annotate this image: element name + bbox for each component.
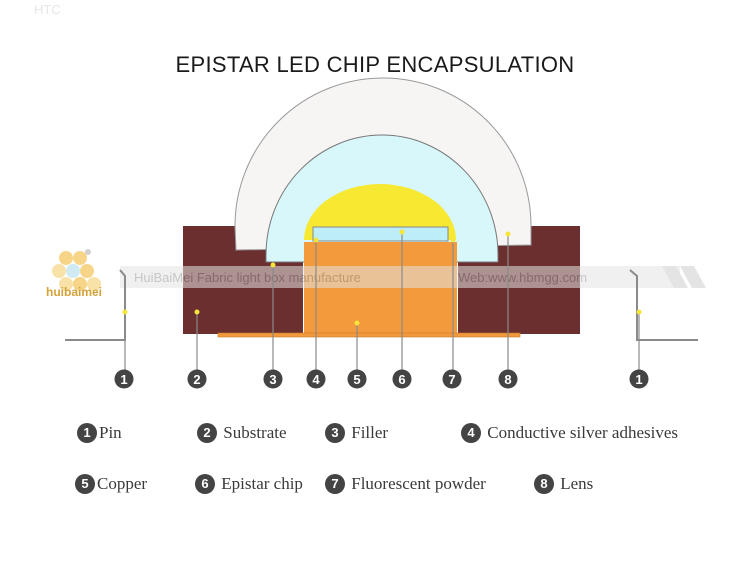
svg-text:6: 6 [398,372,405,387]
callout-badge-filler: 3 [263,369,283,389]
legend-label: Fluorescent powder [351,474,486,493]
legend-number-badge: 5 [75,474,95,494]
pin-right [629,269,698,341]
epistar-chip [312,226,449,242]
legend-label: Substrate [223,423,287,442]
callout-badge-fluorescent-powder: 7 [442,369,462,389]
page-title: EPISTAR LED CHIP ENCAPSULATION [175,52,575,77]
logo-wordmark: huibaimei [46,285,103,299]
callout-badge-silver-adhesive: 4 [306,369,326,389]
legend-item-epistar-chip: 6 Epistar chip [195,474,303,494]
svg-text:8: 8 [504,372,511,387]
svg-text:7: 7 [448,372,455,387]
legend-label: Filler [351,423,389,442]
callout-badge-lens: 8 [498,369,518,389]
legend-number-badge: 1 [77,423,97,443]
callout-badge-copper: 5 [347,369,367,389]
pin-left [65,269,126,341]
svg-text:4: 4 [312,372,320,387]
legend-label: Conductive silver adhesives [487,423,678,442]
leader-lines [124,232,640,370]
callout-badge-substrate: 2 [187,369,207,389]
legend-item-filler: 3 Filler [325,423,388,443]
honeycomb-logo [52,249,101,291]
legend-number-badge: 3 [325,423,345,443]
legend-item-fluorescent-powder: 7 Fluorescent powder [325,474,486,494]
callout-badge-pin-right: 1 [629,369,649,389]
watermark-banner: HuiBaiMei Fabric light box manufacture W… [120,266,706,288]
callout-dots [122,229,642,326]
legend-number-badge: 6 [195,474,215,494]
svg-text:1: 1 [120,372,127,387]
legend-number-badge: 7 [325,474,345,494]
svg-text:2: 2 [193,372,200,387]
base-strip [217,332,521,338]
legend-number-badge: 8 [534,474,554,494]
legend-number-badge: 4 [461,423,481,443]
corner-mark: HTC [34,2,61,17]
callout-badge-chip: 6 [392,369,412,389]
legend-item-substrate: 2 Substrate [197,423,287,443]
legend-label: Lens [560,474,594,493]
callout-badge-pin-left: 1 [114,369,134,389]
svg-text:5: 5 [353,372,360,387]
svg-text:3: 3 [269,372,276,387]
legend-item-silver-adhesives: 4 Conductive silver adhesives [461,423,678,443]
legend-number-badge: 2 [197,423,217,443]
watermark-text-left: HuiBaiMei Fabric light box manufacture [134,270,361,285]
legend-label: Epistar chip [221,474,303,493]
watermark-text-right: Web:www.hbmgg.com [458,270,587,285]
legend-label: Copper [97,474,148,493]
fluorescent-powder-dome [304,184,456,240]
svg-text:1: 1 [635,372,642,387]
legend-item-lens: 8 Lens [534,474,593,494]
legend-label: Pin [99,423,122,442]
